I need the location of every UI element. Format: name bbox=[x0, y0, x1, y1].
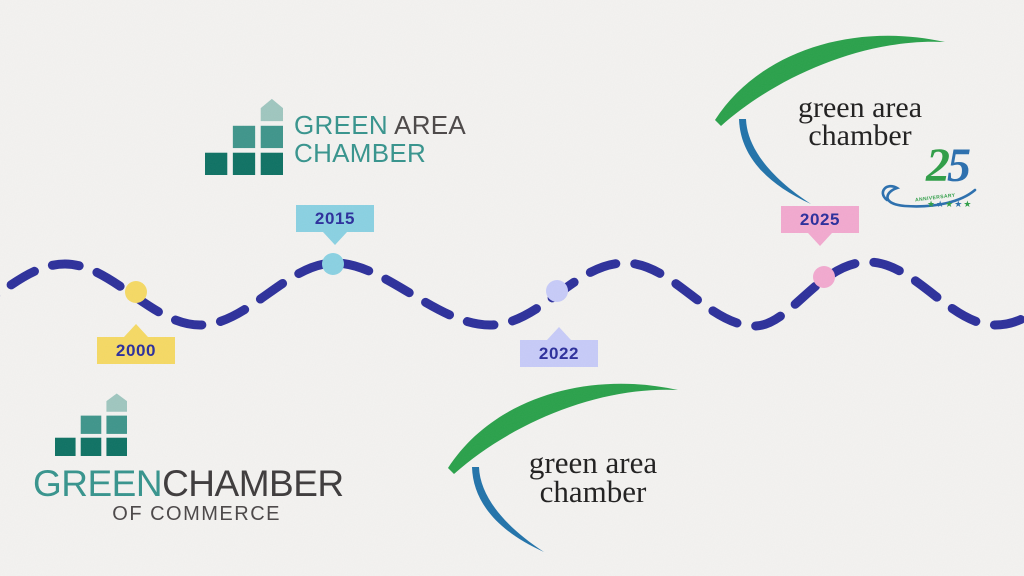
logo-green-chamber-of-commerce-2000: GREENCHAMBER OF COMMERCE bbox=[33, 392, 344, 526]
logo-2015-line1: GREEN AREA bbox=[294, 111, 466, 139]
flag-pointer-up-icon bbox=[124, 324, 148, 337]
flag-pointer-down-icon bbox=[323, 232, 347, 245]
word-chamber: CHAMBER bbox=[294, 138, 427, 168]
logo-green-area-chamber-2022: green area chamber bbox=[438, 368, 708, 563]
word-chamber: chamber bbox=[539, 474, 647, 509]
timeline-dot-2015 bbox=[322, 253, 344, 275]
anniversary-25-badge: 25 ANNIVERSARY ★★★★★ bbox=[875, 142, 980, 214]
logo-2000-subtitle: OF COMMERCE bbox=[112, 503, 281, 525]
timeline-dashed-path bbox=[0, 257, 1024, 331]
logo-green-area-chamber-2015: GREEN AREA CHAMBER bbox=[205, 97, 466, 175]
logo-2015-wordmark: GREEN AREA CHAMBER bbox=[294, 97, 466, 175]
timeline-dot-2022 bbox=[546, 280, 568, 302]
word-chamber: CHAMBER bbox=[162, 463, 344, 504]
year-label-2015: 2015 bbox=[314, 208, 356, 228]
logo-2015-line2: CHAMBER bbox=[294, 139, 466, 167]
building-squares-icon bbox=[205, 98, 283, 175]
timeline-dot-2000 bbox=[125, 281, 147, 303]
year-flag-2015: 2015 bbox=[296, 205, 374, 245]
year-label-2000: 2000 bbox=[115, 340, 157, 360]
word-green: GREEN bbox=[33, 463, 163, 504]
word-green-area: green area bbox=[797, 91, 923, 124]
year-flag-2022: 2022 bbox=[520, 327, 598, 367]
logo-2000-wordmark: GREENCHAMBER bbox=[33, 463, 344, 504]
flag-pointer-up-icon bbox=[547, 327, 571, 340]
building-squares-icon bbox=[55, 392, 283, 461]
badge-stars-icon: ★★★★★ bbox=[927, 199, 973, 209]
year-flag-2000: 2000 bbox=[97, 324, 175, 364]
logo-2022-wordmark: green area chamber bbox=[473, 445, 713, 509]
word-green: GREEN bbox=[294, 110, 388, 140]
flag-pointer-down-icon bbox=[808, 233, 832, 246]
year-label-2022: 2022 bbox=[538, 343, 580, 363]
logo-green-area-chamber-2025: green area chamber 25 ANNIVERSARY ★★★★★ bbox=[705, 20, 977, 215]
word-green-area: green area bbox=[528, 445, 658, 480]
word-area: AREA bbox=[394, 110, 467, 140]
timeline-dot-2025 bbox=[813, 266, 835, 288]
